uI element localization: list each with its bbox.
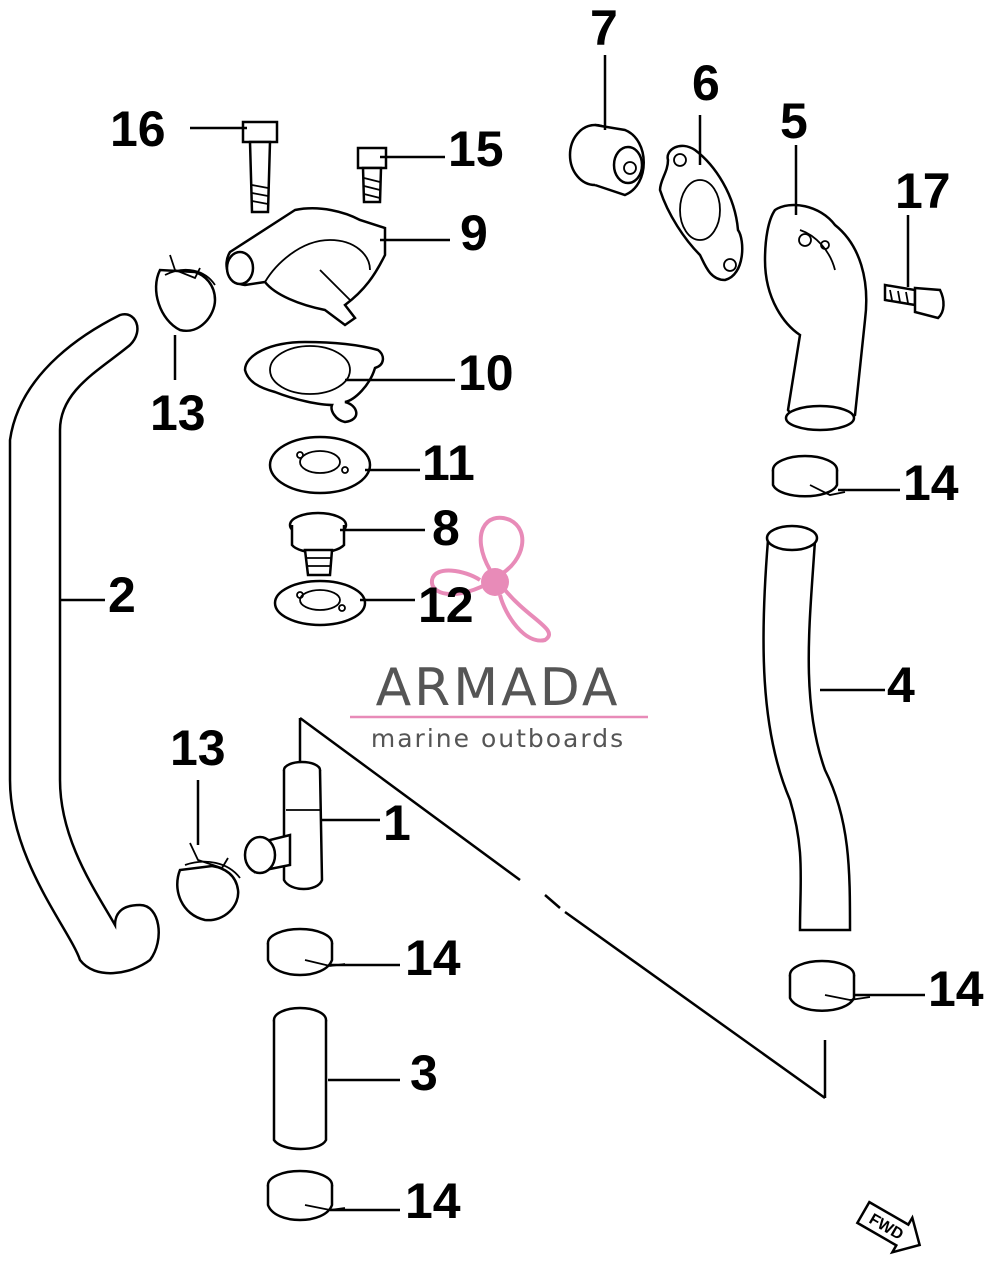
part-13-clamp-upper [154,254,217,333]
callout-14-upper-right: 14 [903,455,959,511]
propeller-icon [429,516,551,643]
part-5-housing [763,203,868,432]
callout-4: 4 [887,657,915,713]
callout-17: 17 [895,163,951,219]
part-10-gasket [243,340,385,424]
part-14-clamp-lower-right [788,959,871,1012]
part-17-bolt [883,283,945,320]
callout-5: 5 [780,93,808,149]
watermark-tagline: marine outboards [371,724,625,753]
part-7-valve [568,123,645,197]
callout-8: 8 [432,500,460,556]
callout-14-bottom: 14 [405,1173,461,1229]
leader-lines [60,55,925,1212]
part-14-clamp-middle [266,927,346,977]
part-14-clamp-upper-right [771,454,846,498]
callout-3: 3 [410,1045,438,1101]
part-6-gasket [658,144,744,282]
callout-14-middle: 14 [405,930,461,986]
callout-6: 6 [692,55,720,111]
part-16-bolt [241,120,279,214]
fwd-arrow-icon: FWD [855,1200,922,1255]
part-13-clamp-lower [176,842,241,922]
part-8-thermostat [288,511,348,577]
part-14-clamp-bottom [266,1169,346,1222]
part-3-hose [272,1006,328,1151]
routing-line [298,716,827,1100]
part-2-hose [8,313,160,975]
part-9-thermostat-cover [225,207,387,327]
callout-14-lower-right: 14 [928,961,984,1017]
part-15-bolt [356,146,388,204]
part-12-seal [273,579,367,627]
callout-16: 16 [110,101,166,157]
callout-13-lower: 13 [170,720,226,776]
watermark-brand: ARMADA [376,658,621,718]
part-11-plate [268,435,372,495]
callout-numbers: 16 15 9 7 6 5 17 13 10 11 8 12 2 14 4 13… [108,0,984,1229]
part-4-hose [762,524,852,932]
callout-11: 11 [422,435,475,491]
callout-15: 15 [448,121,504,177]
callout-9: 9 [460,205,488,261]
callout-12: 12 [418,577,474,633]
callout-7: 7 [590,0,618,56]
armada-watermark: ARMADA marine outboards [350,516,648,753]
callout-13-upper: 13 [150,385,206,441]
part-1-tee-joint [243,760,324,891]
callout-10: 10 [458,345,514,401]
callout-1: 1 [383,795,411,851]
callout-2: 2 [108,567,136,623]
